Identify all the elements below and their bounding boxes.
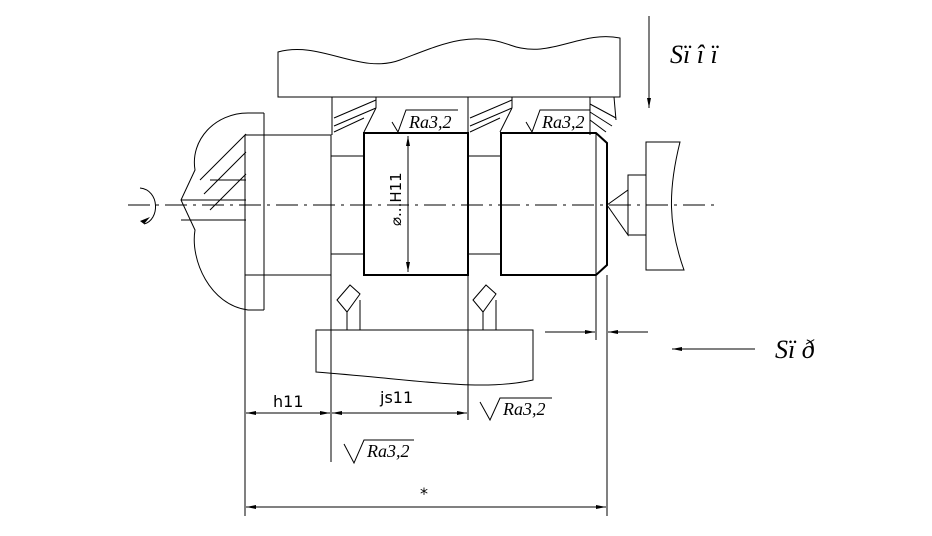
tool-holder-bottom [315,284,534,386]
roughness-label-4: Ra3,2 [366,441,410,461]
js11-label: js11 [379,388,413,407]
roughness-symbol-4 [343,439,414,465]
roughness-label-2: Ra3,2 [541,112,585,132]
roughness-symbol-2 [525,109,590,134]
roughness-symbol-1 [391,109,458,134]
chuck [180,112,265,311]
rotation-arrow [139,187,156,225]
tool-holder-top [277,36,621,98]
overall-dimension-star: * [420,484,428,503]
tailstock [606,141,685,271]
feed-label-top: Sï î ï [670,40,719,69]
roughness-label-1: Ra3,2 [408,112,452,132]
roughness-symbol-3 [479,397,552,422]
roughness-label-3: Ra3,2 [502,399,546,419]
cutter-blades [331,96,617,135]
extension-lines [244,275,608,516]
h11-label: h11 [273,392,304,411]
workpiece [244,132,608,276]
diameter-tolerance-label: ⌀...H11 [387,172,405,226]
feed-label-right: Sï ð [775,335,815,364]
